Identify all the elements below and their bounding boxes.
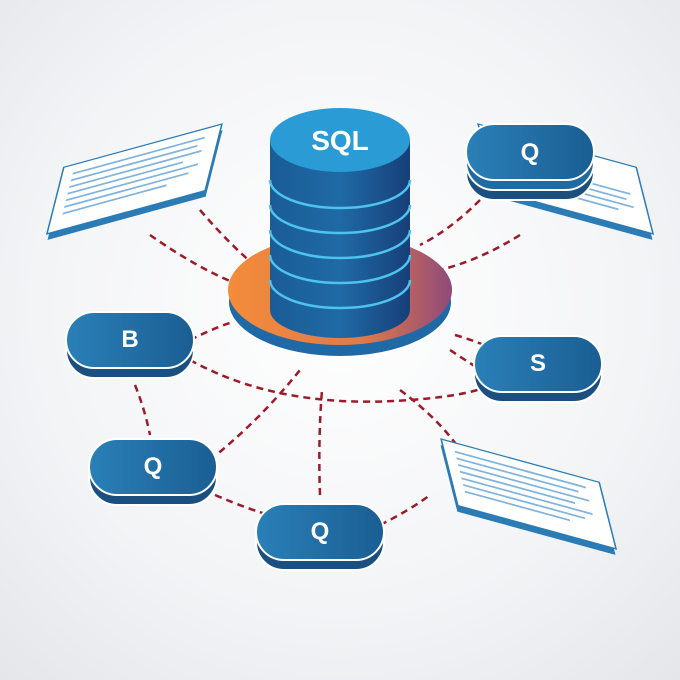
- node-q-bottom: Q: [255, 503, 385, 571]
- connector: [419, 199, 481, 247]
- document-top-left: [45, 123, 223, 240]
- connector: [214, 493, 271, 517]
- connector: [189, 358, 501, 403]
- connector: [439, 233, 521, 272]
- database-label: SQL: [311, 125, 369, 156]
- node-q-top-right: Q: [465, 123, 595, 201]
- node-b: B: [65, 311, 195, 379]
- connector: [318, 389, 324, 496]
- connector: [133, 384, 152, 436]
- connector: [379, 493, 431, 527]
- node-label: Q: [521, 139, 540, 166]
- connector: [209, 369, 301, 461]
- document-bottom-right: [440, 438, 618, 555]
- connector: [189, 318, 241, 342]
- node-q-left: Q: [88, 438, 218, 506]
- sql-database-icon: SQL: [268, 108, 412, 338]
- node-s: S: [473, 335, 603, 403]
- node-label: Q: [144, 453, 163, 480]
- node-label: B: [121, 326, 138, 353]
- node-label: S: [530, 350, 546, 377]
- node-label: Q: [311, 518, 330, 545]
- connector: [149, 233, 241, 287]
